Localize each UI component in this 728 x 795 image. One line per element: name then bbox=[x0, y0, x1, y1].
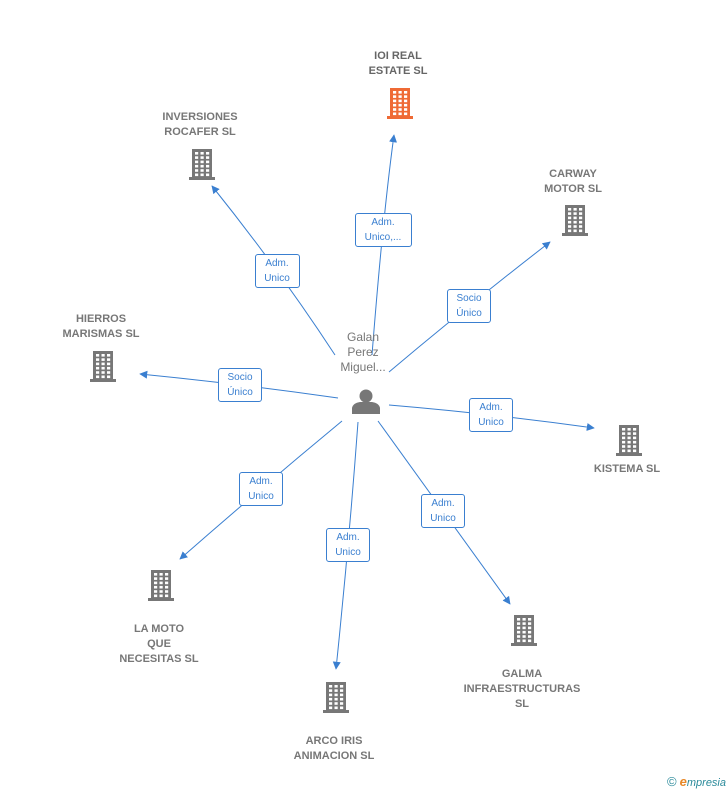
person-icon[interactable] bbox=[352, 389, 380, 415]
relation-label-carway[interactable]: Socio Único bbox=[447, 289, 491, 323]
nodes-layer bbox=[90, 88, 642, 713]
company-name-galma[interactable]: GALMA INFRAESTRUCTURAS SL bbox=[463, 668, 581, 710]
relation-label-inversiones[interactable]: Adm. Unico bbox=[254, 254, 300, 288]
relation-label-hierros[interactable]: Socio Único bbox=[218, 368, 262, 402]
company-name-carway[interactable]: CARWAY MOTOR SL bbox=[544, 168, 602, 195]
relation-label-lamoto[interactable]: Adm. Unico bbox=[239, 472, 283, 506]
company-name-inversiones[interactable]: INVERSIONES ROCAFER SL bbox=[162, 111, 238, 138]
building-icon[interactable] bbox=[562, 205, 588, 236]
company-name-kistema[interactable]: KISTEMA SL bbox=[593, 463, 661, 475]
footer-brand[interactable]: ©empresia bbox=[667, 774, 726, 789]
company-name-hierros[interactable]: HIERROS MARISMAS SL bbox=[62, 313, 140, 340]
copyright-icon: © bbox=[667, 774, 677, 789]
relation-label-arcoiris[interactable]: Adm. Unico bbox=[326, 528, 370, 562]
company-name-arcoiris[interactable]: ARCO IRIS ANIMACION SL bbox=[293, 735, 375, 762]
building-icon[interactable] bbox=[511, 615, 537, 646]
relation-label-galma[interactable]: Adm. Unico bbox=[421, 494, 465, 528]
building-icon[interactable] bbox=[90, 351, 116, 382]
center-person-name[interactable]: Galan Perez Miguel... bbox=[340, 330, 386, 374]
brand-initial: e bbox=[679, 774, 687, 789]
relation-label-ioi[interactable]: Adm. Unico,... bbox=[354, 213, 412, 247]
building-icon[interactable] bbox=[387, 88, 413, 119]
building-icon[interactable] bbox=[323, 682, 349, 713]
building-icon[interactable] bbox=[616, 425, 642, 456]
company-name-ioi[interactable]: IOI REAL ESTATE SL bbox=[368, 50, 428, 77]
brand-name: mpresia bbox=[686, 777, 726, 789]
relation-label-kistema[interactable]: Adm. Unico bbox=[469, 398, 513, 432]
building-icon[interactable] bbox=[189, 149, 215, 180]
company-name-lamoto[interactable]: LA MOTO QUE NECESITAS SL bbox=[119, 623, 199, 665]
building-icon[interactable] bbox=[148, 570, 174, 601]
